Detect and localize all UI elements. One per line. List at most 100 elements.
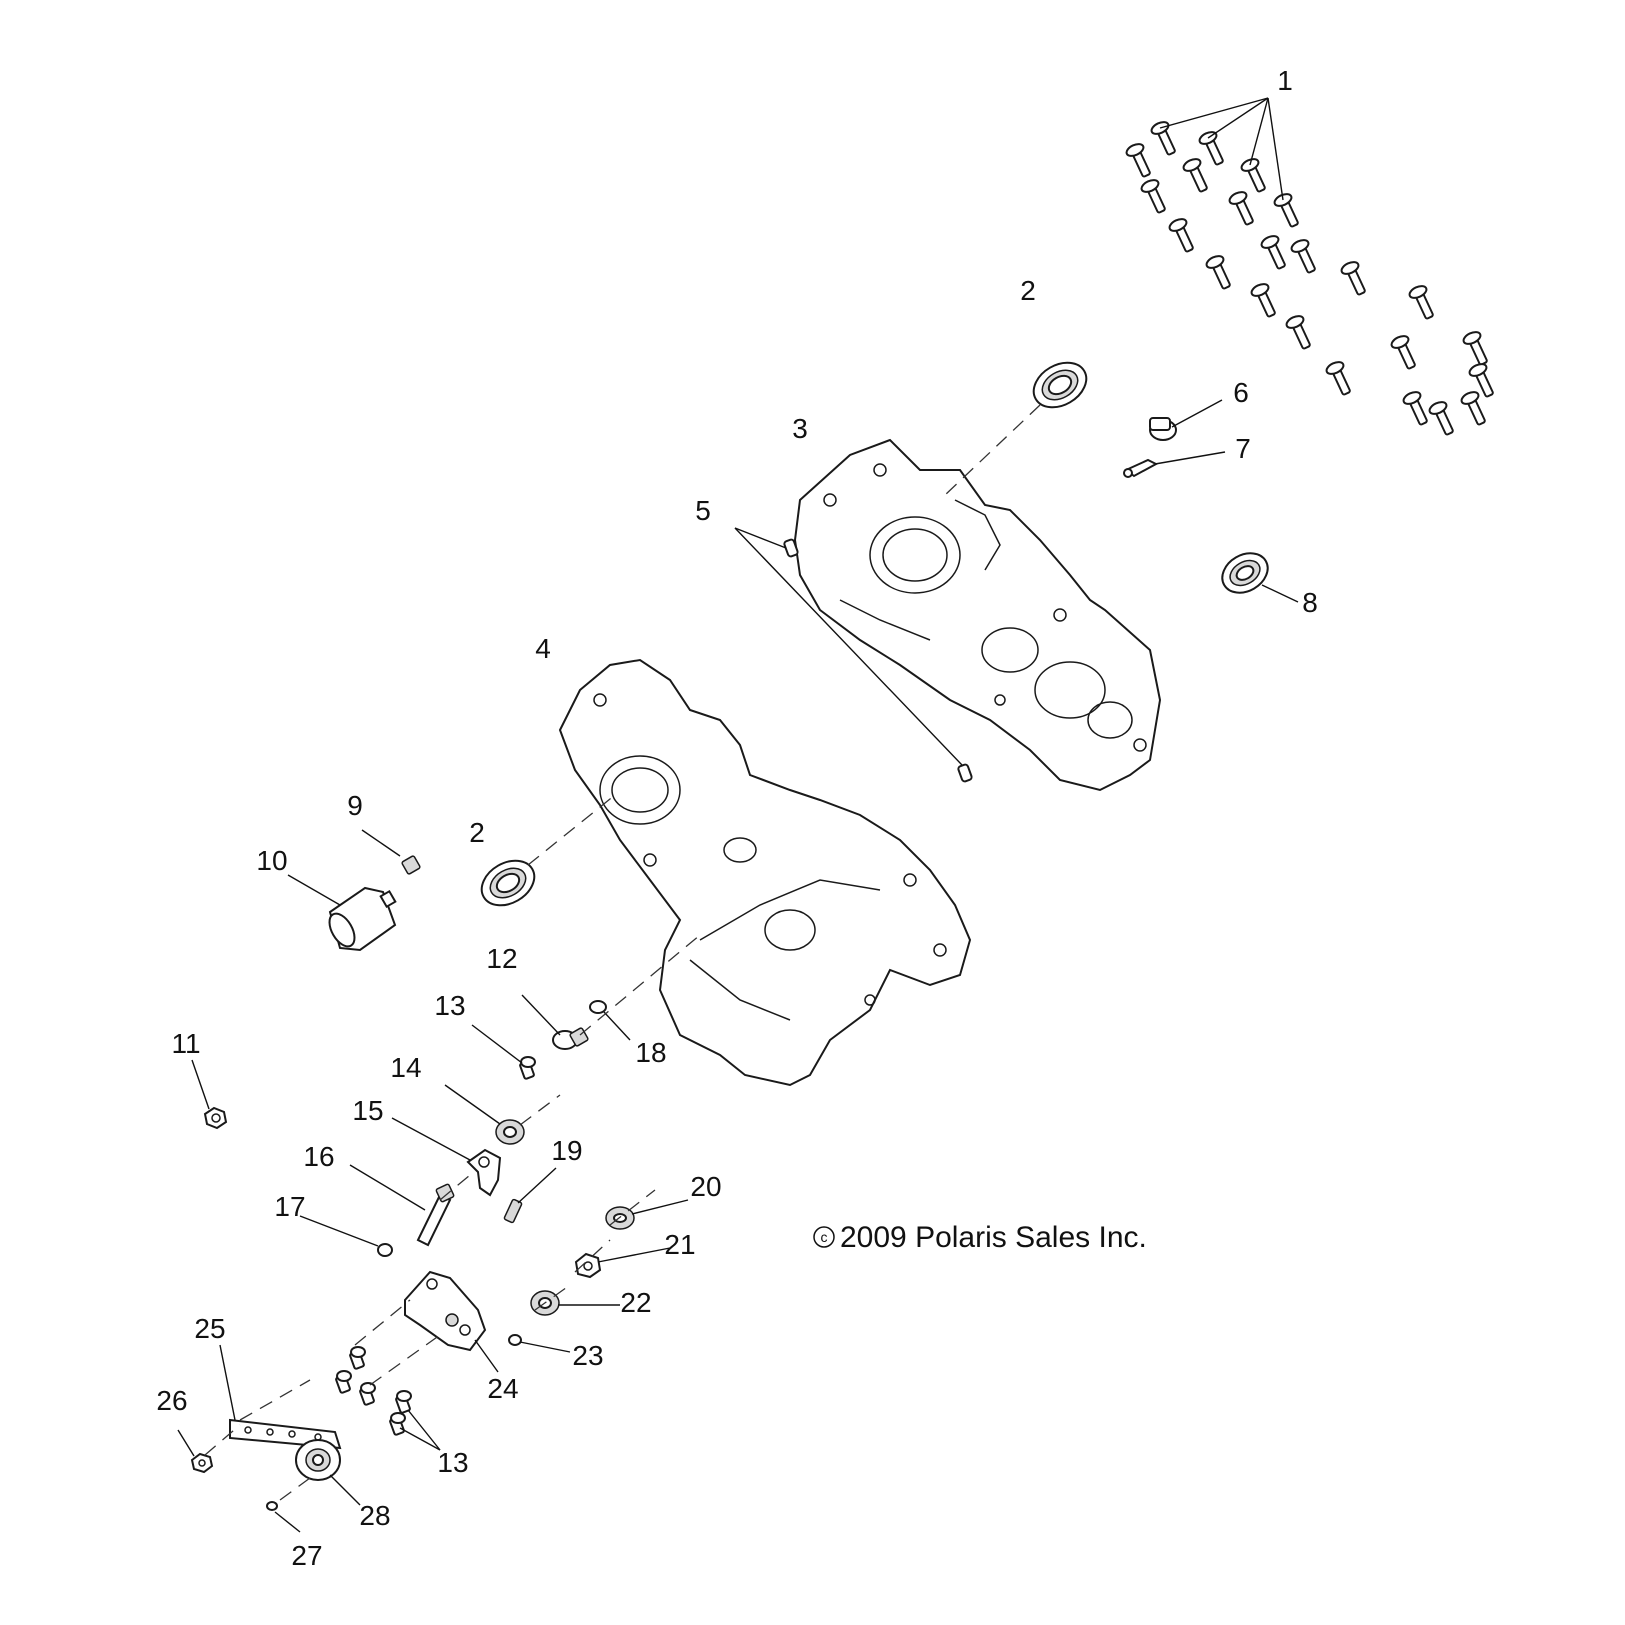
leaders-item-1	[1159, 97, 1284, 201]
crankcase-half-right	[793, 438, 1162, 792]
leader-21	[597, 1247, 671, 1263]
callout-12: 12	[486, 943, 517, 974]
seal-lower	[480, 859, 536, 907]
flange-bolt	[1340, 261, 1366, 296]
leader-16	[349, 1164, 426, 1211]
callout-1: 1	[1277, 65, 1293, 96]
nut-26	[190, 1452, 214, 1474]
leader-27	[274, 1511, 301, 1533]
callout-20: 20	[690, 1171, 721, 1202]
leader-15	[391, 1117, 471, 1161]
flange-bolt	[1408, 285, 1434, 320]
leader-25	[219, 1344, 236, 1421]
centerline-seal-lower	[527, 794, 616, 866]
o-ring-18	[589, 1000, 607, 1014]
leader-7	[1154, 451, 1226, 465]
copyright-symbol-icon	[813, 1226, 835, 1248]
flange-bolt	[1168, 218, 1194, 253]
callout-7: 7	[1235, 433, 1251, 464]
copyright-notice: c 2009 Polaris Sales Inc.	[813, 1221, 1147, 1254]
leader-14	[444, 1084, 501, 1125]
leader-17	[299, 1215, 379, 1247]
bolt-13-lower-c	[359, 1382, 376, 1406]
assembly-centerlines	[204, 934, 701, 1501]
leader-9	[361, 829, 401, 857]
copyright-text: 2009 Polaris Sales Inc.	[840, 1221, 1147, 1254]
leader-11	[191, 1059, 210, 1110]
leader-8	[1261, 584, 1299, 603]
leader-12	[521, 994, 561, 1036]
flange-bolt	[1240, 158, 1266, 193]
callout-11: 11	[171, 1028, 200, 1059]
flange-bolt	[1285, 315, 1311, 350]
bushing-28	[295, 1439, 341, 1481]
leader-10	[287, 874, 341, 906]
flange-bolt	[1468, 363, 1494, 398]
bolt-group	[1125, 121, 1494, 436]
leader-19	[517, 1167, 557, 1204]
bolt-13-lower-a	[349, 1346, 366, 1370]
cover-24	[404, 1270, 487, 1352]
callout-9: 9	[347, 790, 363, 821]
nut-21	[574, 1252, 602, 1279]
callout-14: 14	[390, 1052, 421, 1083]
flange-bolt	[1390, 335, 1416, 370]
bolt-13-upper	[519, 1056, 536, 1080]
breather-tube	[1123, 458, 1159, 478]
flange-bolt	[1260, 235, 1286, 270]
flange-bolt	[1182, 158, 1208, 193]
callout-labels: 1 2 3 4 5 6 7 8 9 10 11 12 13 14 15 16 1…	[156, 65, 1317, 1571]
flange-bolt	[1273, 193, 1299, 228]
callout-28: 28	[359, 1500, 390, 1531]
bracket-15	[466, 1148, 502, 1197]
flange-bolt	[1205, 255, 1231, 290]
flange-bolt	[1325, 361, 1351, 396]
callout-23: 23	[572, 1340, 603, 1371]
dowel-pin-lower	[957, 763, 973, 783]
callout-19: 19	[551, 1135, 582, 1166]
callout-13-upper: 13	[434, 990, 465, 1021]
flange-bolt	[1150, 121, 1176, 156]
callout-18: 18	[635, 1037, 666, 1068]
clip-27	[266, 1501, 278, 1511]
leader-5b	[734, 527, 963, 766]
callout-17: 17	[274, 1191, 305, 1222]
callout-5: 5	[695, 495, 711, 526]
leader-13-lower-b	[399, 1427, 441, 1451]
flange-bolt	[1428, 401, 1454, 436]
flange-bolt	[1140, 179, 1166, 214]
bearing-seal	[1221, 552, 1269, 594]
leader-26	[177, 1429, 195, 1457]
flange-bolt	[1402, 391, 1428, 426]
leader-20	[631, 1199, 689, 1215]
nut-11	[203, 1106, 228, 1130]
callout-6: 6	[1233, 377, 1249, 408]
dowel-pin-upper	[783, 538, 799, 558]
callout-15: 15	[352, 1095, 383, 1126]
flange-bolt	[1125, 143, 1151, 178]
small-spring	[401, 855, 421, 875]
gear-14	[495, 1119, 525, 1145]
leader-18	[603, 1011, 631, 1041]
flange-bolt	[1250, 283, 1276, 318]
callout-4: 4	[535, 633, 551, 664]
copyright-symbol-letter: c	[821, 1229, 828, 1245]
callout-13-lower: 13	[437, 1447, 468, 1478]
flange-bolt	[1290, 239, 1316, 274]
callout-3: 3	[792, 413, 808, 444]
leader-23	[519, 1341, 571, 1353]
callout-2-upper: 2	[1020, 275, 1036, 306]
callout-21: 21	[664, 1229, 695, 1260]
seal-upper	[1032, 361, 1088, 409]
flange-bolt	[1460, 391, 1486, 426]
callout-25: 25	[194, 1313, 225, 1344]
leader-5a	[734, 527, 787, 549]
flange-bolt	[1462, 331, 1488, 366]
flange-bolt	[1228, 191, 1254, 226]
pin-23	[508, 1334, 522, 1346]
actuator-motor	[328, 886, 397, 952]
spring-19	[503, 1198, 523, 1224]
leader-6	[1171, 399, 1223, 428]
callout-2-lower: 2	[469, 817, 485, 848]
